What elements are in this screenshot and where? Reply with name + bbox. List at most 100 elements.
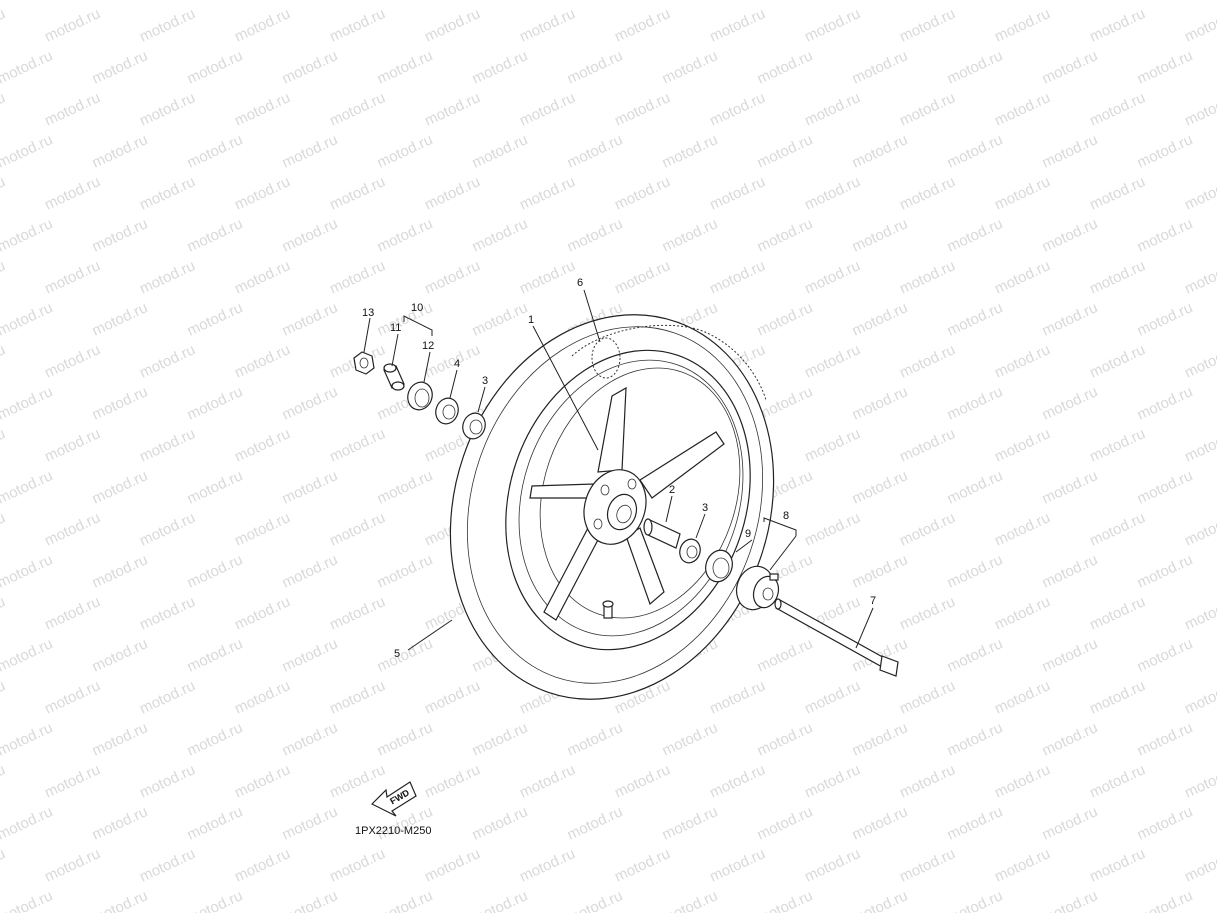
- watermark-text: motod.ru: [0, 89, 8, 129]
- watermark-text: motod.ru: [0, 215, 55, 255]
- watermark-text: motod.ru: [90, 803, 151, 843]
- watermark-text: motod.ru: [1087, 593, 1148, 633]
- callout-2: 2: [669, 484, 675, 496]
- watermark-text: motod.ru: [992, 173, 1053, 213]
- watermark-text: motod.ru: [707, 5, 768, 45]
- watermark-text: motod.ru: [327, 509, 388, 549]
- callout-12: 12: [422, 340, 434, 352]
- watermark-text: motod.ru: [612, 89, 673, 129]
- watermark-text: motod.ru: [42, 509, 103, 549]
- watermark-text: motod.ru: [327, 425, 388, 465]
- watermark-text: motod.ru: [90, 719, 151, 759]
- watermark-text: motod.ru: [945, 299, 1006, 339]
- watermark-text: motod.ru: [755, 887, 816, 913]
- watermark-text: motod.ru: [1087, 761, 1148, 801]
- watermark-text: motod.ru: [0, 173, 8, 213]
- watermark-text: motod.ru: [0, 719, 55, 759]
- watermark-text: motod.ru: [565, 215, 626, 255]
- watermark-text: motod.ru: [1087, 509, 1148, 549]
- watermark-text: motod.ru: [1040, 383, 1101, 423]
- part-4-oil-seal: [435, 397, 459, 425]
- watermark-text: motod.ru: [327, 89, 388, 129]
- watermark-text: motod.ru: [90, 47, 151, 87]
- watermark-text: motod.ru: [470, 131, 531, 171]
- watermark-text: motod.ru: [422, 5, 483, 45]
- watermark-text: motod.ru: [42, 425, 103, 465]
- tire-tread-line: [466, 326, 764, 684]
- watermark-text: motod.ru: [517, 5, 578, 45]
- watermark-text: motod.ru: [945, 131, 1006, 171]
- watermark-text: motod.ru: [1040, 131, 1101, 171]
- watermark-text: motod.ru: [707, 761, 768, 801]
- watermark-text: motod.ru: [565, 719, 626, 759]
- watermark-text: motod.ru: [422, 89, 483, 129]
- watermark-text: motod.ru: [1182, 425, 1217, 465]
- callout-numbers: 1 2 3 3 4 5 6 7 8 9 10 11 12 13: [362, 277, 876, 660]
- watermark-text: motod.ru: [375, 0, 436, 4]
- watermark-text: motod.ru: [1040, 215, 1101, 255]
- watermark-text: motod.ru: [1135, 215, 1196, 255]
- watermark-text: motod.ru: [1135, 131, 1196, 171]
- watermark-text: motod.ru: [850, 551, 911, 591]
- watermark-text: motod.ru: [660, 215, 721, 255]
- leader-lines: [363, 289, 874, 651]
- watermark-text: motod.ru: [1040, 467, 1101, 507]
- watermark-text: motod.ru: [897, 593, 958, 633]
- watermark-text: motod.ru: [707, 257, 768, 297]
- watermark-text: motod.ru: [137, 761, 198, 801]
- watermark-text: motod.ru: [1040, 887, 1101, 913]
- watermark-text: motod.ru: [850, 467, 911, 507]
- watermark-text: motod.ru: [1135, 719, 1196, 759]
- watermark-text: motod.ru: [802, 845, 863, 885]
- watermark-text: motod.ru: [137, 677, 198, 717]
- watermark-text: motod.ru: [280, 635, 341, 675]
- watermark-text: motod.ru: [185, 0, 246, 4]
- watermark-text: motod.ru: [1182, 761, 1217, 801]
- watermark-text: motod.ru: [1135, 803, 1196, 843]
- watermark-text: motod.ru: [90, 551, 151, 591]
- watermark-text: motod.ru: [992, 677, 1053, 717]
- watermark-text: motod.ru: [0, 593, 8, 633]
- watermark-text: motod.ru: [0, 845, 8, 885]
- watermark-text: motod.ru: [375, 299, 436, 339]
- watermark-text: motod.ru: [612, 5, 673, 45]
- watermark-text: motod.ru: [1087, 677, 1148, 717]
- watermark-text: motod.ru: [90, 299, 151, 339]
- watermark-text: motod.ru: [185, 803, 246, 843]
- watermark-text: motod.ru: [1087, 341, 1148, 381]
- watermark-text: motod.ru: [802, 89, 863, 129]
- watermark-text: motod.ru: [517, 761, 578, 801]
- watermark-text: motod.ru: [802, 509, 863, 549]
- watermark-text: motod.ru: [42, 341, 103, 381]
- watermark-text: motod.ru: [280, 131, 341, 171]
- part-3-bearing-right: [679, 538, 701, 564]
- watermark-text: motod.ru: [1135, 887, 1196, 913]
- watermark-text: motod.ru: [470, 719, 531, 759]
- spoke-left: [529, 483, 595, 499]
- watermark-text: motod.ru: [992, 761, 1053, 801]
- watermark-text: motod.ru: [1087, 845, 1148, 885]
- callout-13: 13: [362, 307, 374, 319]
- watermark-text: motod.ru: [232, 593, 293, 633]
- watermark-text: motod.ru: [422, 257, 483, 297]
- watermark-text: motod.ru: [280, 215, 341, 255]
- hub-hole-1: [600, 484, 610, 496]
- watermark-text: motod.ru: [755, 299, 816, 339]
- watermark-text: motod.ru: [992, 509, 1053, 549]
- left-side-parts: [353, 351, 486, 440]
- callout-11: 11: [390, 322, 401, 334]
- watermark-text: motod.ru: [0, 887, 55, 913]
- watermark-text: motod.ru: [897, 509, 958, 549]
- watermark-text: motod.ru: [470, 887, 531, 913]
- hub-hole-3: [593, 518, 603, 530]
- watermark-text: motod.ru: [232, 845, 293, 885]
- watermark-text: motod.ru: [90, 131, 151, 171]
- callout-1: 1: [528, 314, 534, 326]
- watermark-text: motod.ru: [327, 257, 388, 297]
- watermark-text: motod.ru: [945, 467, 1006, 507]
- watermark-text: motod.ru: [850, 0, 911, 4]
- watermark-text: motod.ru: [185, 131, 246, 171]
- watermark-text: motod.ru: [90, 383, 151, 423]
- watermark-text: motod.ru: [945, 383, 1006, 423]
- watermark-text: motod.ru: [1087, 89, 1148, 129]
